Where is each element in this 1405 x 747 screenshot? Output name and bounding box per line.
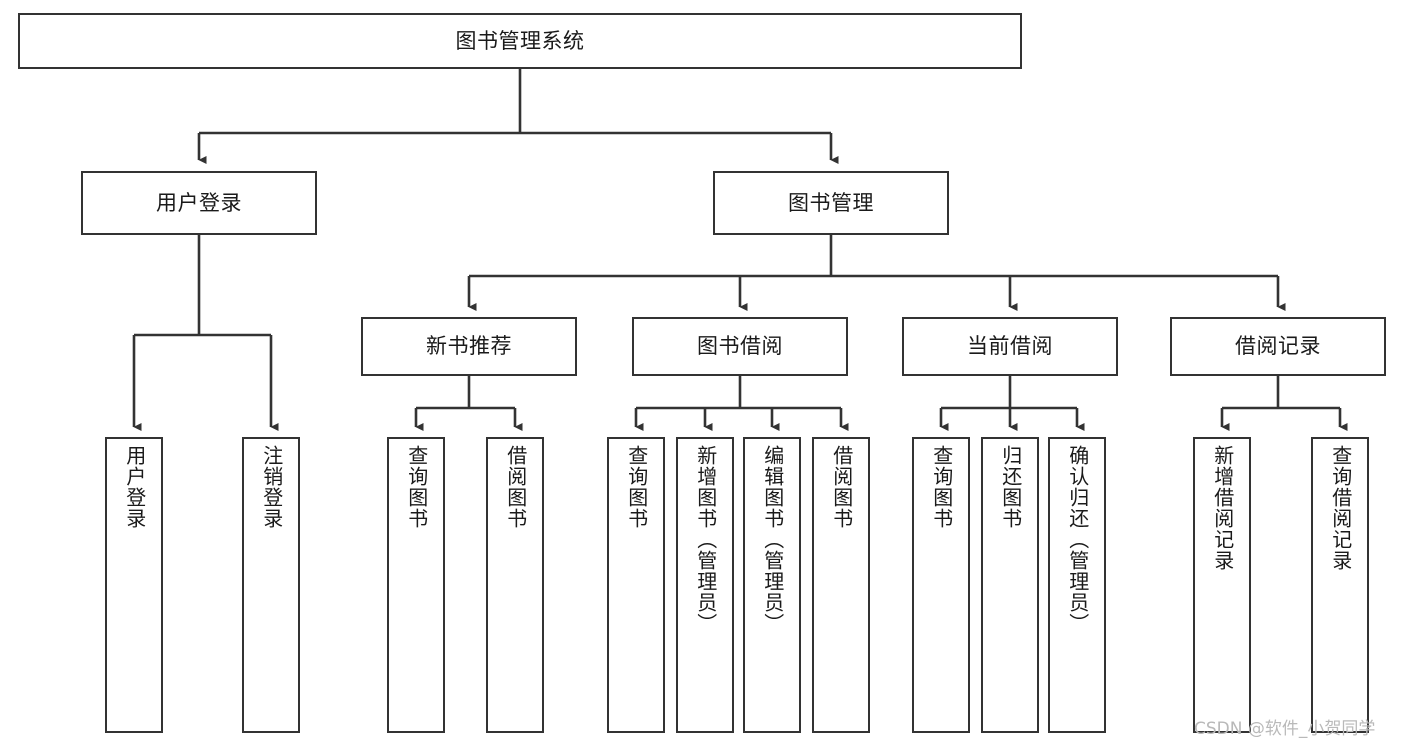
leaf-user-login-logout[interactable]: 注销登录: [242, 437, 300, 733]
leaf-current-query-book[interactable]: 查询图书: [912, 437, 970, 733]
leaf-borrow-add-book-admin[interactable]: 新增图书（管理员）: [676, 437, 734, 733]
leaf-borrow-edit-book-admin[interactable]: 编辑图书（管理员）: [743, 437, 801, 733]
leaf-borrow-borrow-book[interactable]: 借阅图书: [812, 437, 870, 733]
node-label: 用户登录: [122, 445, 147, 529]
node-label: 注销登录: [259, 445, 284, 529]
watermark-text: CSDN @软件_小贺同学: [1194, 719, 1376, 739]
leaf-user-login-login[interactable]: 用户登录: [105, 437, 163, 733]
leaf-recommend-borrow-book[interactable]: 借阅图书: [486, 437, 544, 733]
node-label: 借阅图书: [829, 445, 854, 529]
node-label: 新增借阅记录: [1210, 445, 1235, 571]
node-borrow-record[interactable]: 借阅记录: [1170, 317, 1386, 376]
leaf-current-return-book[interactable]: 归还图书: [981, 437, 1039, 733]
node-label: 查询图书: [624, 445, 649, 529]
node-label: 图书管理: [788, 190, 874, 215]
node-root-system[interactable]: 图书管理系统: [18, 13, 1022, 69]
node-label: 查询图书: [929, 445, 954, 529]
leaf-record-add-record[interactable]: 新增借阅记录: [1193, 437, 1251, 733]
node-book-management[interactable]: 图书管理: [713, 171, 949, 235]
leaf-recommend-query-book[interactable]: 查询图书: [387, 437, 445, 733]
node-label: 确认归还（管理员）: [1065, 445, 1090, 634]
node-label: 当前借阅: [967, 334, 1053, 359]
node-label: 图书管理系统: [455, 28, 585, 53]
node-label: 查询借阅记录: [1328, 445, 1353, 571]
node-label: 编辑图书（管理员）: [760, 445, 785, 634]
node-new-book-recommend[interactable]: 新书推荐: [361, 317, 577, 376]
node-label: 新增图书（管理员）: [693, 445, 718, 634]
node-label: 查询图书: [404, 445, 429, 529]
node-user-login[interactable]: 用户登录: [81, 171, 317, 235]
node-label: 新书推荐: [426, 334, 512, 359]
leaf-borrow-query-book[interactable]: 查询图书: [607, 437, 665, 733]
node-label: 归还图书: [998, 445, 1023, 529]
node-label: 借阅记录: [1235, 334, 1321, 359]
node-label: 借阅图书: [503, 445, 528, 529]
node-label: 图书借阅: [697, 334, 783, 359]
node-label: 用户登录: [156, 190, 242, 215]
leaf-record-query-record[interactable]: 查询借阅记录: [1311, 437, 1369, 733]
node-book-borrow[interactable]: 图书借阅: [632, 317, 848, 376]
leaf-current-confirm-return-admin[interactable]: 确认归还（管理员）: [1048, 437, 1106, 733]
node-current-borrow[interactable]: 当前借阅: [902, 317, 1118, 376]
